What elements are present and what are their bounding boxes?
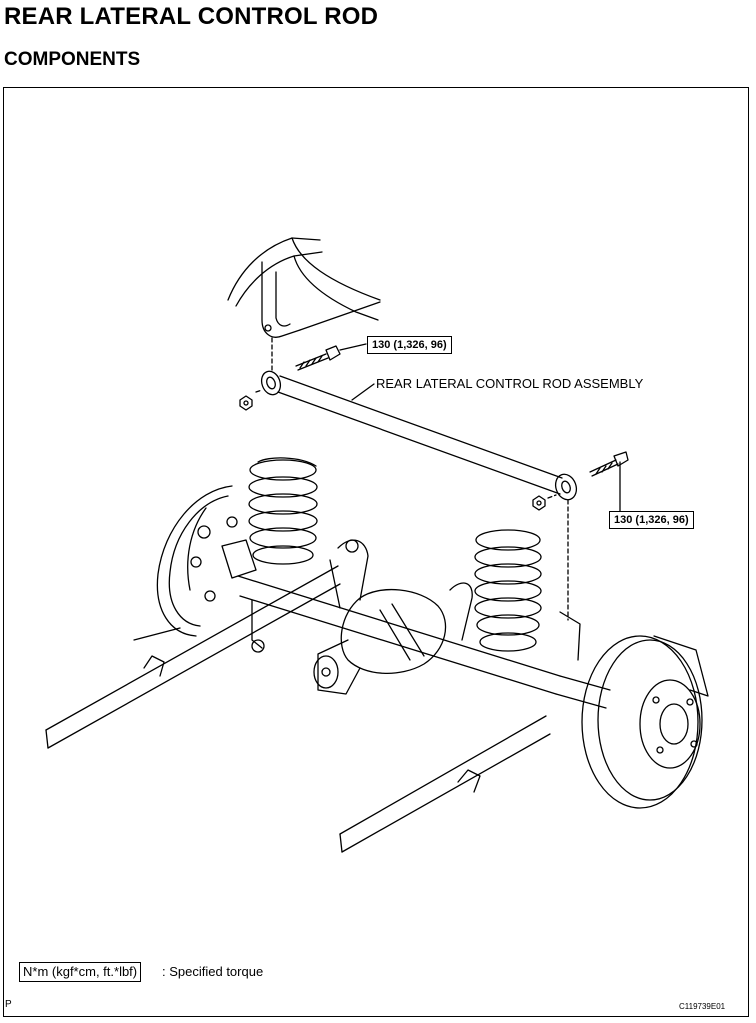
page-title: REAR LATERAL CONTROL ROD [4, 3, 379, 30]
figure-code: C119739E01 [679, 1002, 726, 1011]
nut-left [239, 395, 253, 411]
section-heading: COMPONENTS [4, 49, 141, 70]
page-marker: P [5, 999, 12, 1010]
frame-rails [45, 565, 551, 853]
torque-callout-upper: 130 (1,326, 96) [367, 336, 452, 354]
legend-description: : Specified torque [162, 964, 264, 979]
bolt-upper [295, 343, 367, 371]
bolt-right [589, 451, 629, 513]
alignment-lines [255, 337, 569, 621]
nut-right [532, 495, 546, 511]
body-bracket [227, 237, 381, 338]
coil-spring-left [248, 457, 318, 565]
part-label-rod: REAR LATERAL CONTROL ROD ASSEMBLY [376, 376, 644, 391]
lateral-control-rod [260, 370, 578, 501]
differential [313, 588, 447, 695]
coil-spring-right [474, 529, 542, 652]
brake-plate-left [156, 485, 257, 637]
torque-unit-legend: N*m (kgf*cm, ft.*lbf) [19, 962, 142, 982]
diagram-frame [3, 87, 749, 1017]
brake-disc-right [581, 635, 709, 809]
axle-housing [237, 539, 611, 709]
torque-callout-lower: 130 (1,326, 96) [609, 511, 694, 529]
